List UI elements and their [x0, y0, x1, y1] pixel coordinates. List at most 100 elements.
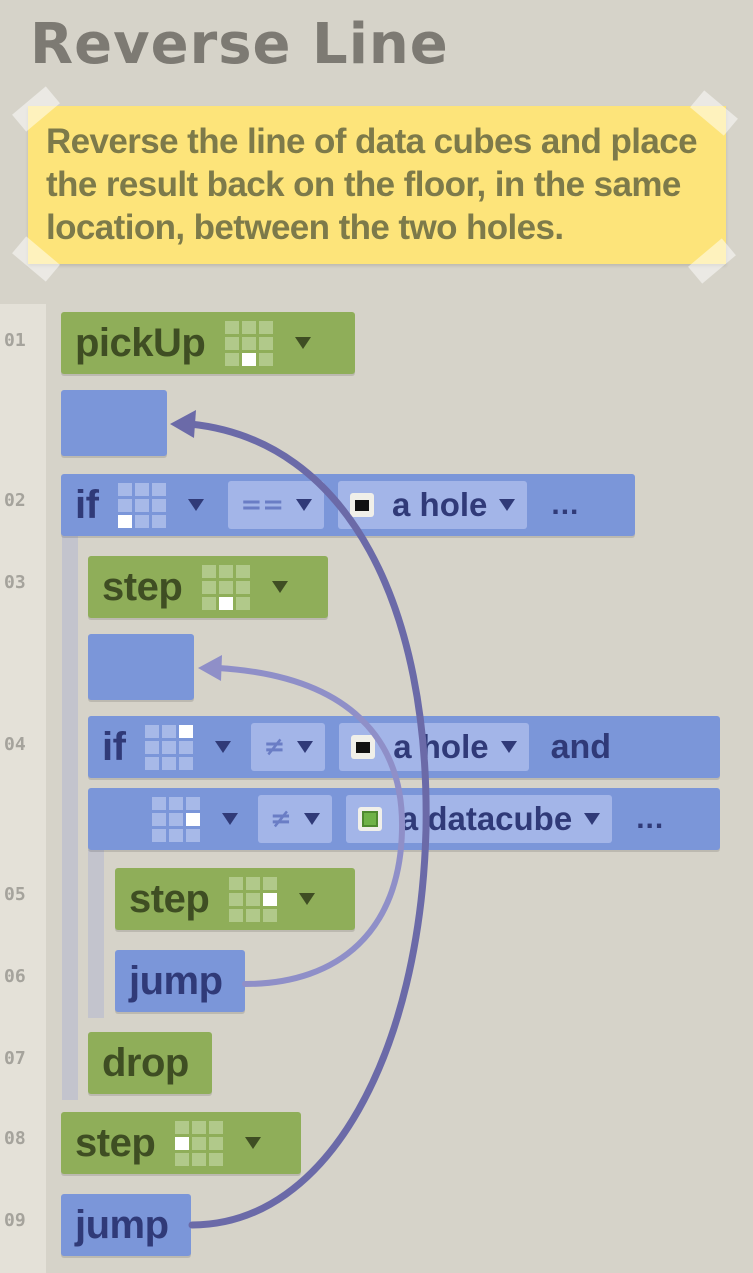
direction-cell[interactable]	[135, 482, 150, 496]
direction-cell[interactable]	[175, 1136, 190, 1150]
direction-cell[interactable]	[169, 796, 183, 810]
direction-cell[interactable]	[242, 320, 257, 334]
direction-cell[interactable]	[236, 564, 251, 578]
if-block[interactable]: if ≠ a hole and	[88, 716, 720, 778]
direction-cell[interactable]	[175, 1152, 190, 1166]
direction-cell[interactable]	[152, 812, 166, 826]
direction-cell[interactable]	[192, 1152, 207, 1166]
dropdown-arrow-icon[interactable]	[272, 581, 289, 593]
direction-grid[interactable]	[118, 482, 167, 528]
jump-block[interactable]: jump	[115, 950, 245, 1012]
dropdown-arrow-icon[interactable]	[295, 337, 312, 349]
direction-cell[interactable]	[246, 876, 261, 890]
direction-cell[interactable]	[145, 740, 160, 754]
direction-cell[interactable]	[118, 482, 133, 496]
if-block[interactable]: if == a hole ...	[61, 474, 635, 536]
direction-cell[interactable]	[229, 892, 244, 906]
dropdown-arrow-icon[interactable]	[215, 741, 232, 753]
direction-cell[interactable]	[246, 892, 261, 906]
dropdown-arrow-icon[interactable]	[299, 893, 316, 905]
direction-cell[interactable]	[145, 724, 160, 738]
direction-cell[interactable]	[259, 336, 274, 350]
direction-cell[interactable]	[118, 498, 133, 512]
dropdown-arrow-icon[interactable]	[222, 813, 238, 825]
direction-cell[interactable]	[259, 352, 274, 366]
direction-cell[interactable]	[229, 876, 244, 890]
dropdown-arrow-icon[interactable]	[296, 499, 313, 511]
drop-block[interactable]: drop	[88, 1032, 212, 1094]
dropdown-arrow-icon[interactable]	[499, 499, 516, 511]
direction-cell[interactable]	[219, 580, 234, 594]
dropdown-arrow-icon[interactable]	[584, 813, 601, 825]
direction-cell[interactable]	[152, 482, 167, 496]
direction-cell[interactable]	[169, 812, 183, 826]
direction-grid[interactable]	[152, 796, 200, 842]
direction-cell[interactable]	[192, 1120, 207, 1134]
pickup-block[interactable]: pickUp	[61, 312, 355, 374]
operator-dropdown[interactable]: ≠	[258, 795, 332, 843]
step-block[interactable]: step	[61, 1112, 301, 1174]
direction-grid[interactable]	[202, 564, 251, 610]
direction-grid[interactable]	[229, 876, 278, 922]
direction-cell[interactable]	[175, 1120, 190, 1134]
direction-cell[interactable]	[202, 580, 217, 594]
direction-cell[interactable]	[118, 514, 133, 528]
more-conditions-button[interactable]: ...	[551, 488, 580, 521]
jump-target[interactable]	[61, 390, 167, 456]
direction-cell[interactable]	[162, 740, 177, 754]
step-block[interactable]: step	[88, 556, 328, 618]
direction-cell[interactable]	[179, 756, 194, 770]
dropdown-arrow-icon[interactable]	[188, 499, 205, 511]
direction-cell[interactable]	[246, 908, 261, 922]
direction-cell[interactable]	[242, 336, 257, 350]
direction-cell[interactable]	[179, 724, 194, 738]
direction-cell[interactable]	[186, 796, 200, 810]
direction-cell[interactable]	[225, 320, 240, 334]
direction-cell[interactable]	[192, 1136, 207, 1150]
direction-cell[interactable]	[263, 908, 278, 922]
operator-dropdown[interactable]: ≠	[251, 723, 326, 771]
direction-cell[interactable]	[209, 1136, 224, 1150]
direction-cell[interactable]	[135, 498, 150, 512]
direction-cell[interactable]	[263, 876, 278, 890]
direction-cell[interactable]	[209, 1152, 224, 1166]
direction-cell[interactable]	[242, 352, 257, 366]
direction-cell[interactable]	[152, 796, 166, 810]
direction-cell[interactable]	[236, 596, 251, 610]
and-joiner[interactable]: and	[550, 727, 612, 766]
direction-cell[interactable]	[162, 756, 177, 770]
direction-cell[interactable]	[152, 498, 167, 512]
direction-cell[interactable]	[225, 352, 240, 366]
operator-dropdown[interactable]: ==	[228, 481, 325, 529]
if-condition-row[interactable]: ≠ a datacube ...	[88, 788, 720, 850]
direction-cell[interactable]	[152, 514, 167, 528]
direction-cell[interactable]	[219, 564, 234, 578]
dropdown-arrow-icon[interactable]	[303, 813, 320, 825]
direction-grid[interactable]	[225, 320, 274, 366]
direction-cell[interactable]	[202, 596, 217, 610]
jump-block[interactable]: jump	[61, 1194, 191, 1256]
direction-cell[interactable]	[236, 580, 251, 594]
direction-cell[interactable]	[209, 1120, 224, 1134]
direction-grid[interactable]	[145, 724, 194, 770]
direction-cell[interactable]	[219, 596, 234, 610]
direction-cell[interactable]	[179, 740, 194, 754]
direction-cell[interactable]	[169, 828, 183, 842]
direction-cell[interactable]	[259, 320, 274, 334]
direction-cell[interactable]	[135, 514, 150, 528]
direction-cell[interactable]	[229, 908, 244, 922]
step-block[interactable]: step	[115, 868, 355, 930]
dropdown-arrow-icon[interactable]	[297, 741, 314, 753]
value-dropdown[interactable]: a hole	[339, 723, 529, 771]
value-dropdown[interactable]: a datacube	[345, 795, 613, 843]
direction-cell[interactable]	[162, 724, 177, 738]
more-conditions-button[interactable]: ...	[636, 802, 665, 835]
direction-cell[interactable]	[225, 336, 240, 350]
value-dropdown[interactable]: a hole	[338, 481, 528, 529]
direction-cell[interactable]	[202, 564, 217, 578]
direction-cell[interactable]	[186, 828, 200, 842]
dropdown-arrow-icon[interactable]	[245, 1137, 262, 1149]
direction-grid[interactable]	[175, 1120, 224, 1166]
dropdown-arrow-icon[interactable]	[500, 741, 517, 753]
jump-target[interactable]	[88, 634, 194, 700]
